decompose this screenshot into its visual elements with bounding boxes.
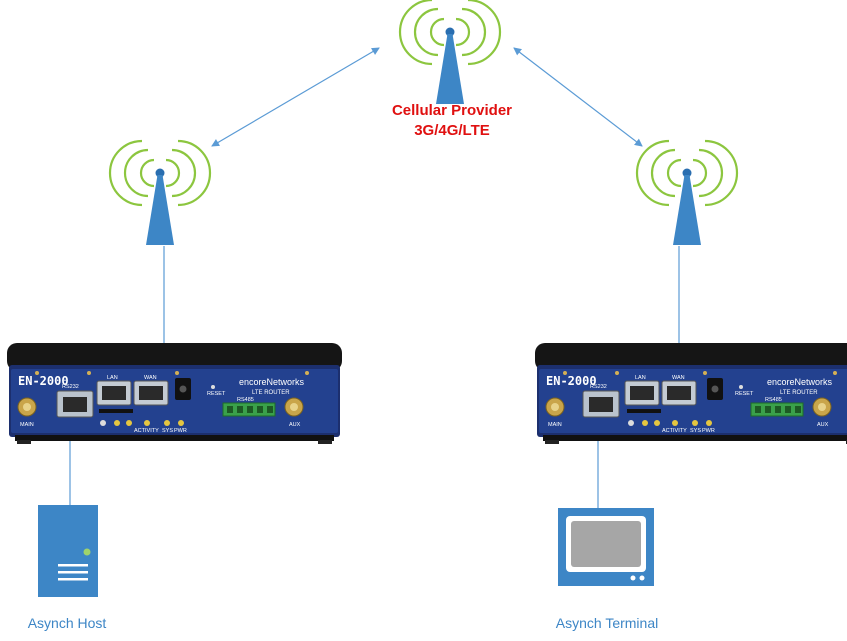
product-label: LTE ROUTER (780, 390, 818, 396)
terminal-monitor-icon (558, 508, 654, 586)
reset-label: RESET (735, 391, 754, 397)
rs232-label: RS232 (62, 384, 79, 390)
product-label: LTE ROUTER (252, 390, 290, 396)
wan-label: WAN (672, 375, 685, 381)
pwr-label: PWR (702, 428, 715, 434)
antenna-main-label: MAIN (20, 422, 34, 428)
cell-tower-top-icon (398, 0, 502, 106)
host-label: Asynch Host (28, 615, 107, 631)
router-left: EN-2000 MAIN RS232 LAN WAN ACTIVITY SYS … (7, 343, 342, 444)
pwr-label: PWR (174, 428, 187, 434)
router-model: EN-2000 (546, 374, 597, 388)
antenna-aux-label: AUX (817, 422, 829, 428)
reset-label: RESET (207, 391, 226, 397)
rs232-label: RS232 (590, 384, 607, 390)
router-model: EN-2000 (18, 374, 69, 388)
cell-tower-left-icon (108, 139, 212, 247)
router-right: EN-2000 MAIN RS232 LAN WAN ACTIVITY SYS … (535, 343, 847, 444)
sim-slot-icon (99, 409, 133, 413)
rs485-label: RS485 (765, 397, 782, 403)
sim-slot-icon (627, 409, 661, 413)
antenna-aux-label: AUX (289, 422, 301, 428)
lan-label: LAN (635, 375, 646, 381)
provider-name: Cellular Provider (392, 102, 512, 119)
provider-networks: 3G/4G/LTE (414, 122, 490, 139)
antenna-main-label: MAIN (548, 422, 562, 428)
sys-label: SYS (162, 428, 173, 434)
lan-label: LAN (107, 375, 118, 381)
wan-label: WAN (144, 375, 157, 381)
cell-tower-right-icon (635, 139, 739, 247)
link-arrow-left (211, 47, 380, 147)
activity-label: ACTIVITY (134, 428, 159, 434)
link-arrow-right (513, 47, 643, 147)
rs485-label: RS485 (237, 397, 254, 403)
terminal-label: Asynch Terminal (556, 615, 658, 631)
activity-label: ACTIVITY (662, 428, 687, 434)
server-icon (38, 505, 98, 597)
brand-logo: encoreNetworks (239, 377, 305, 387)
brand-logo: encoreNetworks (767, 377, 833, 387)
sys-label: SYS (690, 428, 701, 434)
